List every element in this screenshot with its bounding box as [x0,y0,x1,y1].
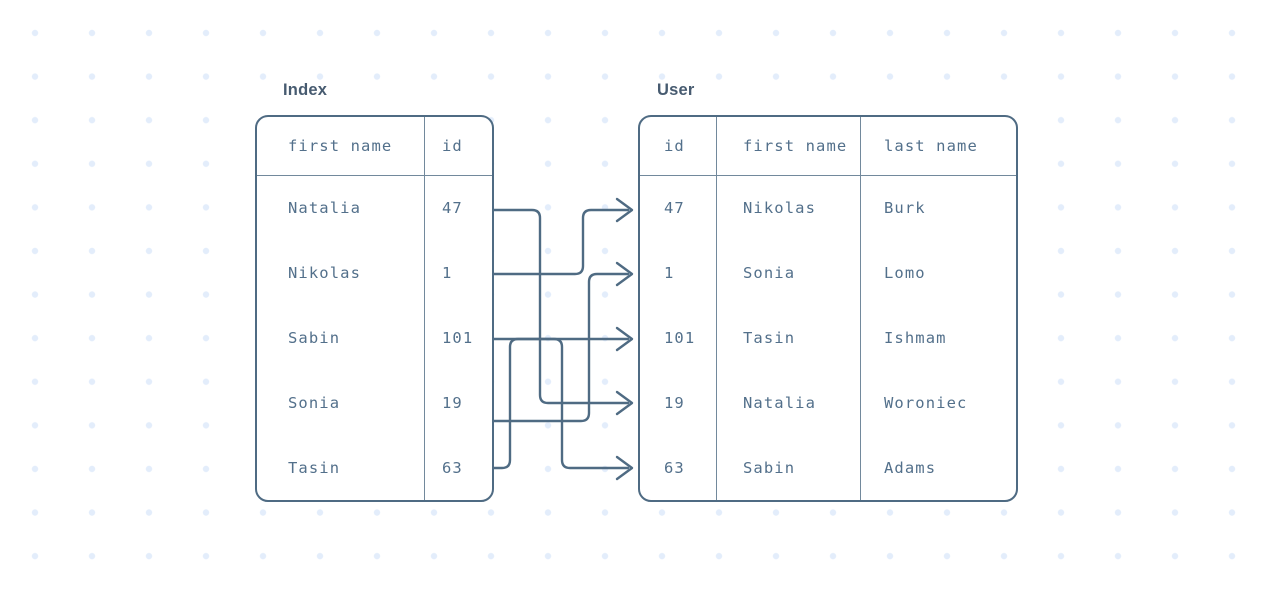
index-column-id: id 47 1 101 19 63 [424,117,492,500]
user-column-id: id 47 1 101 19 63 [640,117,716,500]
column-header: first name [717,117,860,176]
user-column-first-name: first name Nikolas Sonia Tasin Natalia S… [716,117,860,500]
table-cell: Sabin [743,458,796,477]
table-cell: 63 [442,458,463,477]
connection-tasin [492,326,634,470]
index-table-title: Index [283,81,328,99]
table-cell: 47 [664,199,685,218]
user-column-last-name: last name Burk Lomo Ishmam Woroniec Adam… [860,117,1016,500]
table-cell: Woroniec [884,393,968,412]
user-table-title: User [657,81,695,99]
table-cell: Ishmam [884,328,947,347]
table-cell: Adams [884,458,937,477]
arrowhead-icon [615,326,634,352]
table-cell: 19 [664,393,685,412]
table-cell: Tasin [288,458,341,477]
table-cell: 19 [442,393,463,412]
table-cell: Tasin [743,328,796,347]
user-table: id 47 1 101 19 63 first name Nikolas Son… [638,115,1018,502]
connection-nikolas [492,197,634,276]
index-table: first name Natalia Nikolas Sabin Sonia T… [255,115,494,502]
connection-sonia [492,261,634,423]
table-cell: Sabin [288,328,341,347]
table-cell: Lomo [884,264,926,283]
table-cell: Natalia [288,199,362,218]
table-cell: 63 [664,458,685,477]
column-header: last name [861,117,1016,176]
table-cell: 47 [442,199,463,218]
connection-sabin [492,337,634,481]
column-header: id [640,117,716,176]
column-header: id [425,117,492,176]
table-cell: 1 [442,264,453,283]
connection-natalia [492,208,634,416]
arrowhead-icon [615,197,634,223]
column-header: first name [257,117,424,176]
table-cell: 1 [664,264,675,283]
table-cell: Nikolas [743,199,817,218]
arrowhead-icon [615,261,634,287]
arrowhead-icon [615,455,634,481]
arrowhead-icon [615,390,634,416]
table-cell: 101 [664,328,696,347]
table-cell: Nikolas [288,264,362,283]
table-cell: 101 [442,328,474,347]
table-cell: Burk [884,199,926,218]
table-cell: Natalia [743,393,817,412]
table-cell: Sonia [288,393,341,412]
index-column-first-name: first name Natalia Nikolas Sabin Sonia T… [257,117,424,500]
table-cell: Sonia [743,264,796,283]
